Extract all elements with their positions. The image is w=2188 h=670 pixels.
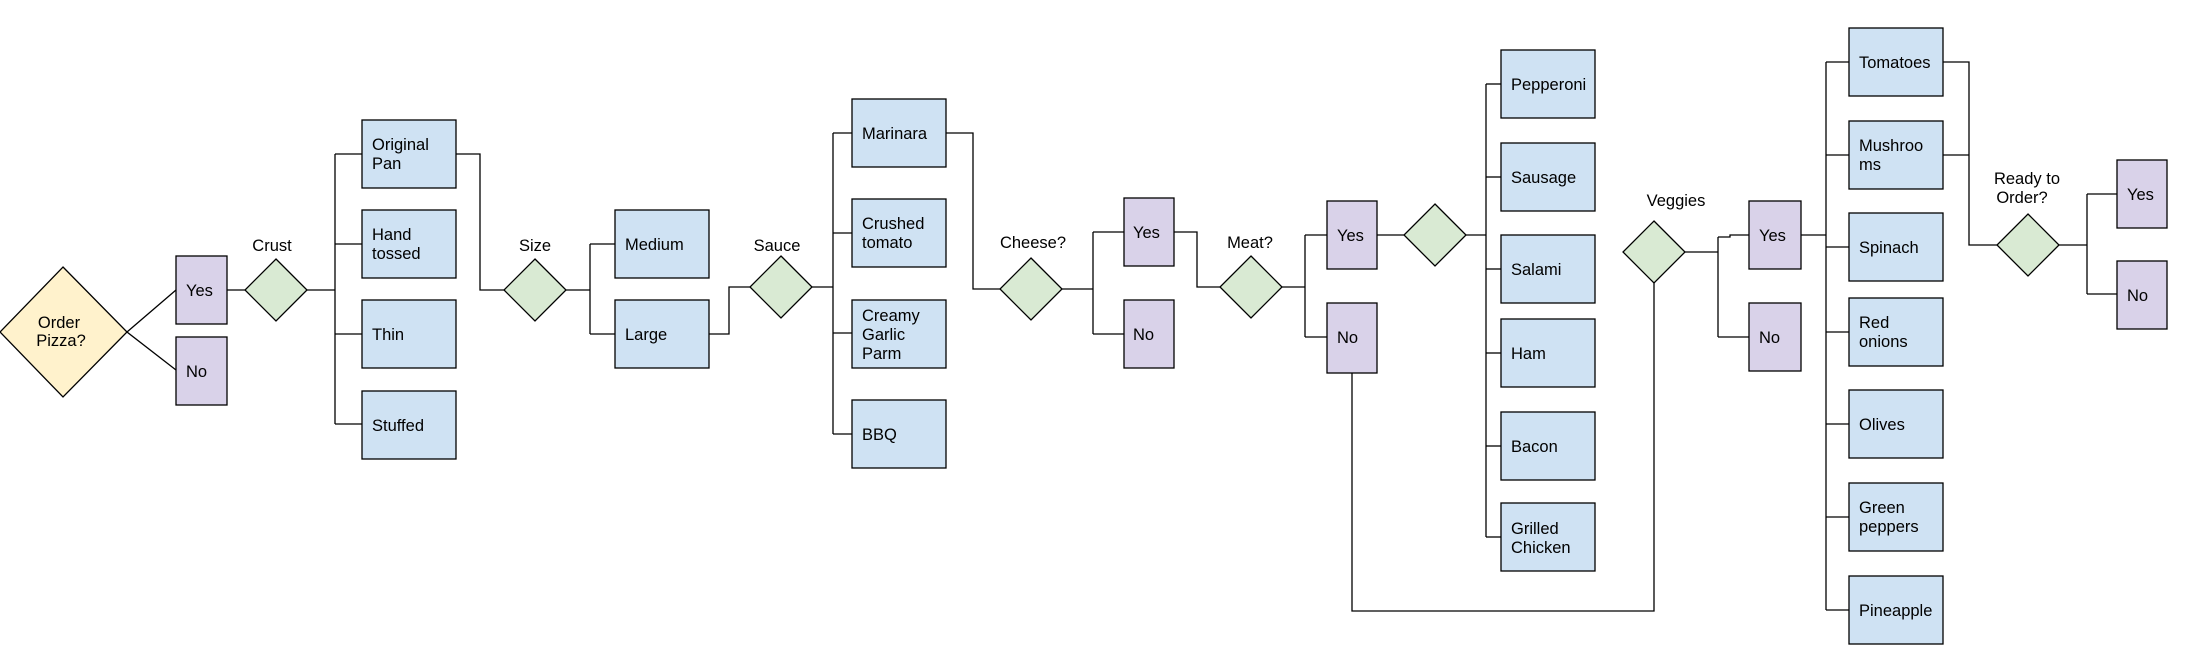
- connectors: [126, 61, 2117, 612]
- order-pizza-label-line2: Pizza?: [36, 332, 86, 350]
- sauce-crushed-line2: tomato: [862, 234, 912, 252]
- size-large-label: Large: [625, 326, 667, 344]
- crust-title: Crust: [252, 237, 292, 255]
- crust-stuffed-label: Stuffed: [372, 417, 424, 435]
- cheese-no-box: [1123, 299, 1175, 369]
- veggie-option-tomatoes: [1848, 27, 1944, 97]
- cheese-yes-label: Yes: [1133, 224, 1160, 242]
- veggies-yes-box: [1748, 200, 1802, 270]
- meat-yes-box: [1326, 200, 1378, 270]
- order-yes-label: Yes: [186, 282, 213, 300]
- veggies-no-box: [1748, 302, 1802, 372]
- veggie-pineapple-label: Pineapple: [1859, 602, 1932, 620]
- sauce-creamy-line1: Creamy: [862, 307, 921, 325]
- meat-grilled-line2: Chicken: [1511, 539, 1571, 557]
- veggie-option-olives: [1848, 389, 1944, 459]
- crust-option-hand-tossed: [361, 209, 457, 279]
- order-pizza-decision: [0, 266, 128, 398]
- ready-yes-box: [2116, 159, 2168, 229]
- sauce-option-marinara: [851, 98, 947, 168]
- veggies-no-label: No: [1759, 329, 1780, 347]
- ready-title-line1: Ready to: [1994, 170, 2060, 188]
- veggie-green-peppers-line2: peppers: [1859, 518, 1919, 536]
- order-yes-box: [175, 255, 228, 325]
- sauce-option-bbq: [851, 399, 947, 469]
- ready-no-label: No: [2127, 287, 2148, 305]
- sauce-option-crushed-tomato: [851, 198, 947, 268]
- ready-yes-label: Yes: [2127, 186, 2154, 204]
- meat-no-box: [1326, 302, 1378, 374]
- cheese-title: Cheese?: [1000, 234, 1066, 252]
- veggie-option-spinach: [1848, 212, 1944, 282]
- meat-sausage-label: Sausage: [1511, 169, 1576, 187]
- meat-salami-label: Salami: [1511, 261, 1561, 279]
- veggie-red-onions-line1: Red: [1859, 314, 1889, 332]
- order-no-box: [175, 336, 228, 406]
- cheese-no-label: No: [1133, 326, 1154, 344]
- veggie-option-red-onions: [1848, 297, 1944, 367]
- sauce-marinara-label: Marinara: [862, 125, 928, 143]
- size-medium-label: Medium: [625, 236, 684, 254]
- veggie-olives-label: Olives: [1859, 416, 1905, 434]
- veggie-red-onions-line2: onions: [1859, 333, 1908, 351]
- meat-option-salami: [1500, 234, 1596, 304]
- size-option-medium: [614, 209, 710, 279]
- crust-original-line2: Pan: [372, 155, 401, 173]
- ready-no-box: [2116, 260, 2168, 330]
- meat-option-sausage: [1500, 142, 1596, 212]
- meat-ham-label: Ham: [1511, 345, 1546, 363]
- crust-hand-line2: tossed: [372, 245, 421, 263]
- order-pizza-label-line1: Order: [38, 314, 81, 332]
- crust-thin-label: Thin: [372, 326, 404, 344]
- sauce-creamy-line2: Garlic: [862, 326, 905, 344]
- crust-option-thin: [361, 299, 457, 369]
- crust-option-stuffed: [361, 390, 457, 460]
- veggie-option-green-peppers: [1848, 482, 1944, 552]
- meat-yes-label: Yes: [1337, 227, 1364, 245]
- ready-title-line2: Order?: [1996, 189, 2047, 207]
- crust-decision: [244, 258, 308, 322]
- veggie-option-mushrooms: [1848, 120, 1944, 190]
- sauce-title: Sauce: [754, 237, 801, 255]
- veggie-green-peppers-line1: Green: [1859, 499, 1905, 517]
- meat-title: Meat?: [1227, 234, 1273, 252]
- veggies-title: Veggies: [1647, 192, 1706, 210]
- meat-decision: [1219, 255, 1283, 319]
- sauce-creamy-line3: Parm: [862, 345, 901, 363]
- meat-pepperoni-label: Pepperoni: [1511, 76, 1586, 94]
- veggie-option-pineapple: [1848, 575, 1944, 645]
- size-decision: [503, 258, 567, 322]
- meat-option-bacon: [1500, 411, 1596, 481]
- order-no-label: No: [186, 363, 207, 381]
- crust-hand-line1: Hand: [372, 226, 411, 244]
- size-title: Size: [519, 237, 551, 255]
- crust-original-line1: Original: [372, 136, 429, 154]
- sauce-crushed-line1: Crushed: [862, 215, 924, 233]
- cheese-decision: [999, 257, 1063, 321]
- sauce-option-creamy-garlic-parm: [851, 299, 947, 369]
- ready-decision: [1996, 213, 2060, 277]
- veggies-decision: [1622, 220, 1686, 284]
- veggie-mushrooms-line1: Mushroo: [1859, 137, 1923, 155]
- veggie-spinach-label: Spinach: [1859, 239, 1919, 257]
- meat-bacon-label: Bacon: [1511, 438, 1558, 456]
- size-option-large: [614, 299, 710, 369]
- meat-choice-decision: [1403, 203, 1467, 267]
- meat-option-pepperoni: [1500, 49, 1596, 119]
- cheese-yes-box: [1123, 197, 1175, 267]
- veggie-mushrooms-line2: ms: [1859, 156, 1881, 174]
- meat-option-grilled-chicken: [1500, 502, 1596, 572]
- crust-option-original-pan: [361, 119, 457, 189]
- sauce-decision: [749, 255, 813, 319]
- meat-option-ham: [1500, 318, 1596, 388]
- veggie-tomatoes-label: Tomatoes: [1859, 54, 1931, 72]
- meat-grilled-line1: Grilled: [1511, 520, 1559, 538]
- veggies-yes-label: Yes: [1759, 227, 1786, 245]
- sauce-bbq-label: BBQ: [862, 426, 897, 444]
- meat-no-label: No: [1337, 329, 1358, 347]
